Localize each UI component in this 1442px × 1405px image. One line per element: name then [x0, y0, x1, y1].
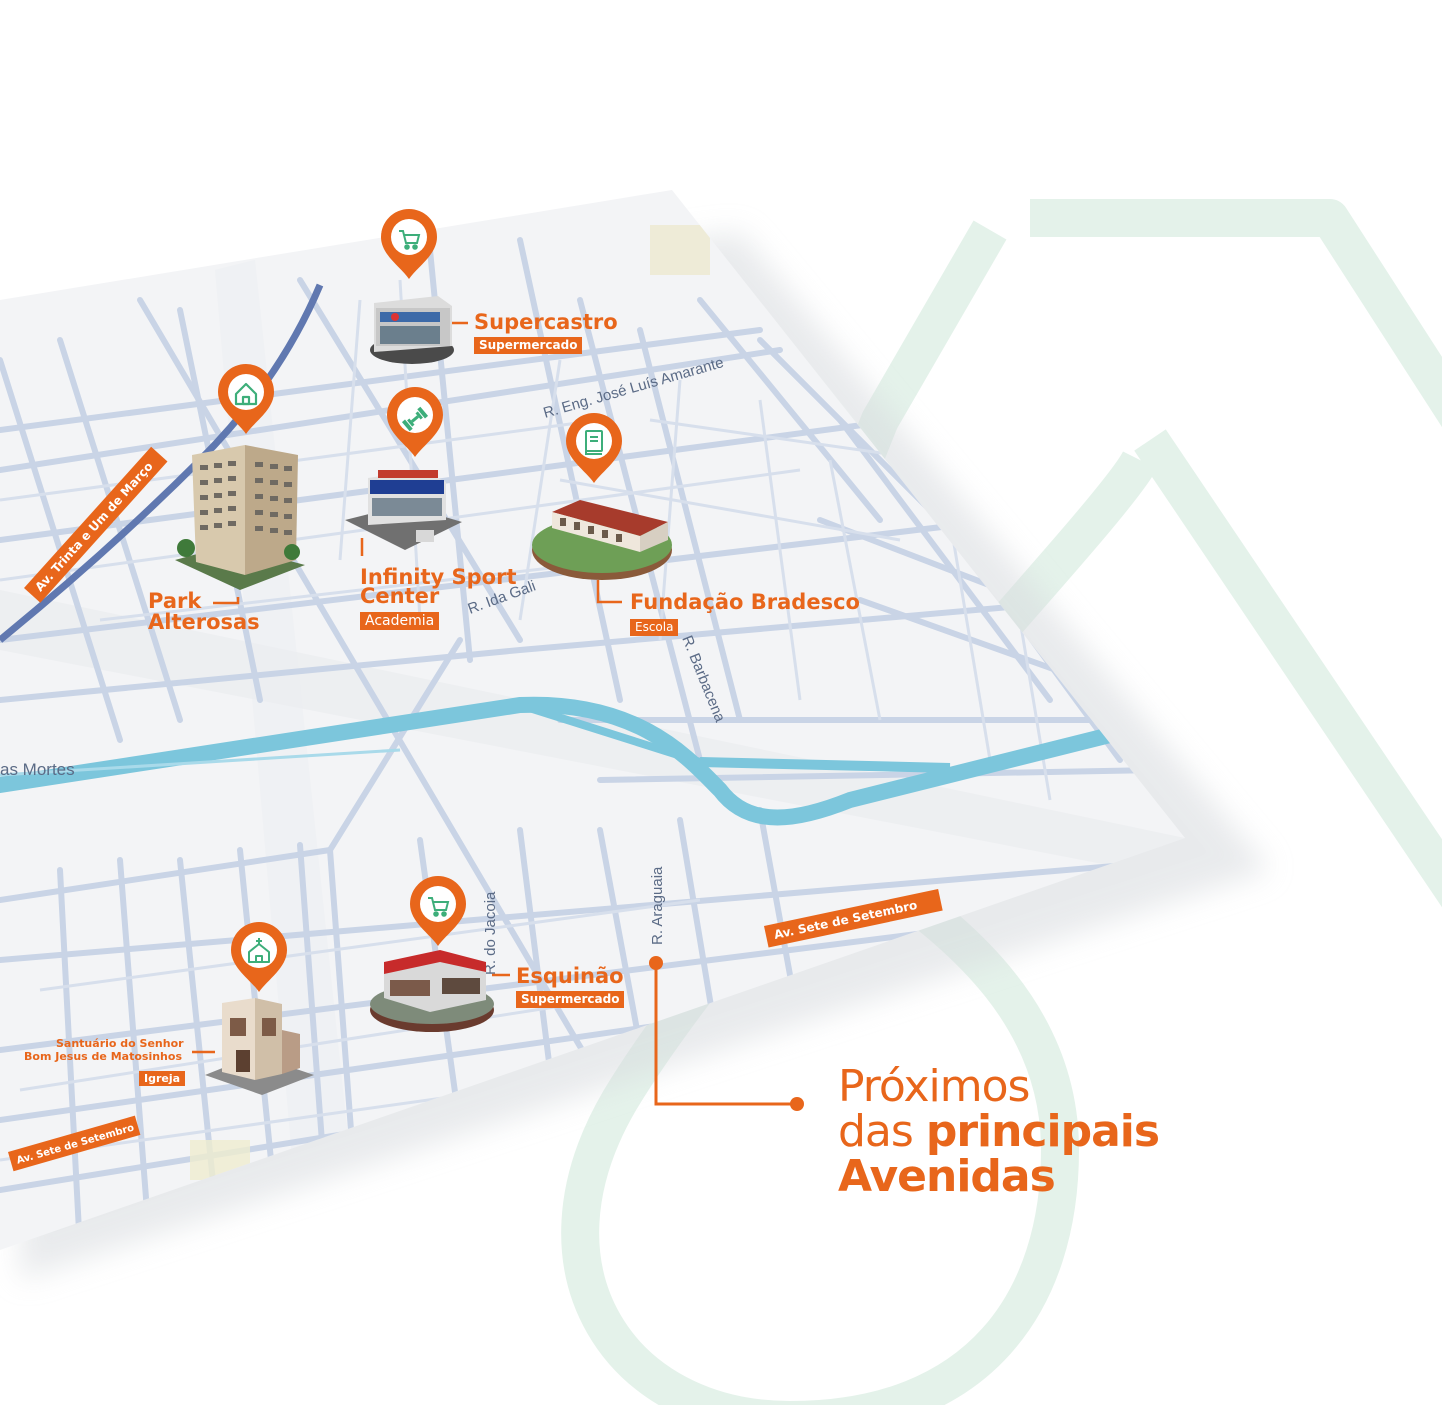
- santuario-building: [205, 998, 314, 1095]
- headline-line1: Próximos: [838, 1061, 1030, 1112]
- supercastro-building: [370, 296, 454, 364]
- poi-name-santuario-line2: Bom Jesus de Matosinhos: [24, 1050, 182, 1063]
- poi-name-park-line1: Park: [148, 589, 202, 613]
- infinity-gym-building: [345, 470, 462, 550]
- headline-line2: das principais: [838, 1106, 1160, 1157]
- poi-name-supercastro: Supercastro: [474, 310, 618, 334]
- pin-park-alterosas[interactable]: [218, 364, 274, 434]
- poi-tag-infinity: Academia: [360, 612, 440, 630]
- headline-line2-prefix: das: [838, 1106, 914, 1157]
- poi-name-santuario-line1: Santuário do Senhor: [56, 1037, 184, 1050]
- street-label-araguaia: R. Araguaia: [649, 866, 666, 945]
- poi-name-infinity-line2: Center: [360, 584, 440, 608]
- poi-name-fundacao: Fundação Bradesco: [630, 590, 860, 614]
- anchor-dot-bottom: [790, 1097, 804, 1111]
- poi-tag-fundacao: Escola: [630, 619, 679, 636]
- poi-name-park-line2: Alterosas: [148, 610, 260, 634]
- poi-name-infinity-line1: Infinity Sport: [360, 565, 517, 589]
- dumbbell-icon: [401, 406, 429, 432]
- esquinao-building: [370, 950, 494, 1032]
- pin-infinity[interactable]: [387, 387, 443, 457]
- poi-name-esquinao: Esquinão: [516, 964, 624, 988]
- pin-santuario[interactable]: [231, 922, 287, 992]
- street-label-jacoia: R. do Jacoia: [482, 891, 499, 975]
- poi-tag-supercastro: Supermercado: [474, 337, 583, 354]
- pin-fundacao[interactable]: [566, 413, 622, 483]
- pin-supercastro[interactable]: [381, 209, 437, 279]
- shopping-cart-icon: [399, 230, 421, 250]
- fundacao-bradesco-building: [532, 500, 672, 580]
- poi-tag-santuario: Igreja: [139, 1071, 186, 1086]
- river-label: as Mortes: [0, 760, 75, 779]
- headline: Próximos das principais Avenidas: [838, 1061, 1160, 1202]
- headline-line2-bold: principais: [925, 1106, 1160, 1157]
- connector-lines: [192, 321, 797, 1106]
- book-icon: [585, 430, 603, 455]
- house-icon: [234, 382, 258, 406]
- park-alterosas-building: [175, 445, 305, 590]
- headline-line3: Avenidas: [838, 1151, 1056, 1202]
- poi-tag-esquinao: Supermercado: [516, 991, 625, 1008]
- church-icon: [248, 938, 270, 963]
- anchor-dot-top: [649, 956, 663, 970]
- shopping-cart-icon: [428, 897, 450, 917]
- pin-esquinao[interactable]: [410, 876, 466, 946]
